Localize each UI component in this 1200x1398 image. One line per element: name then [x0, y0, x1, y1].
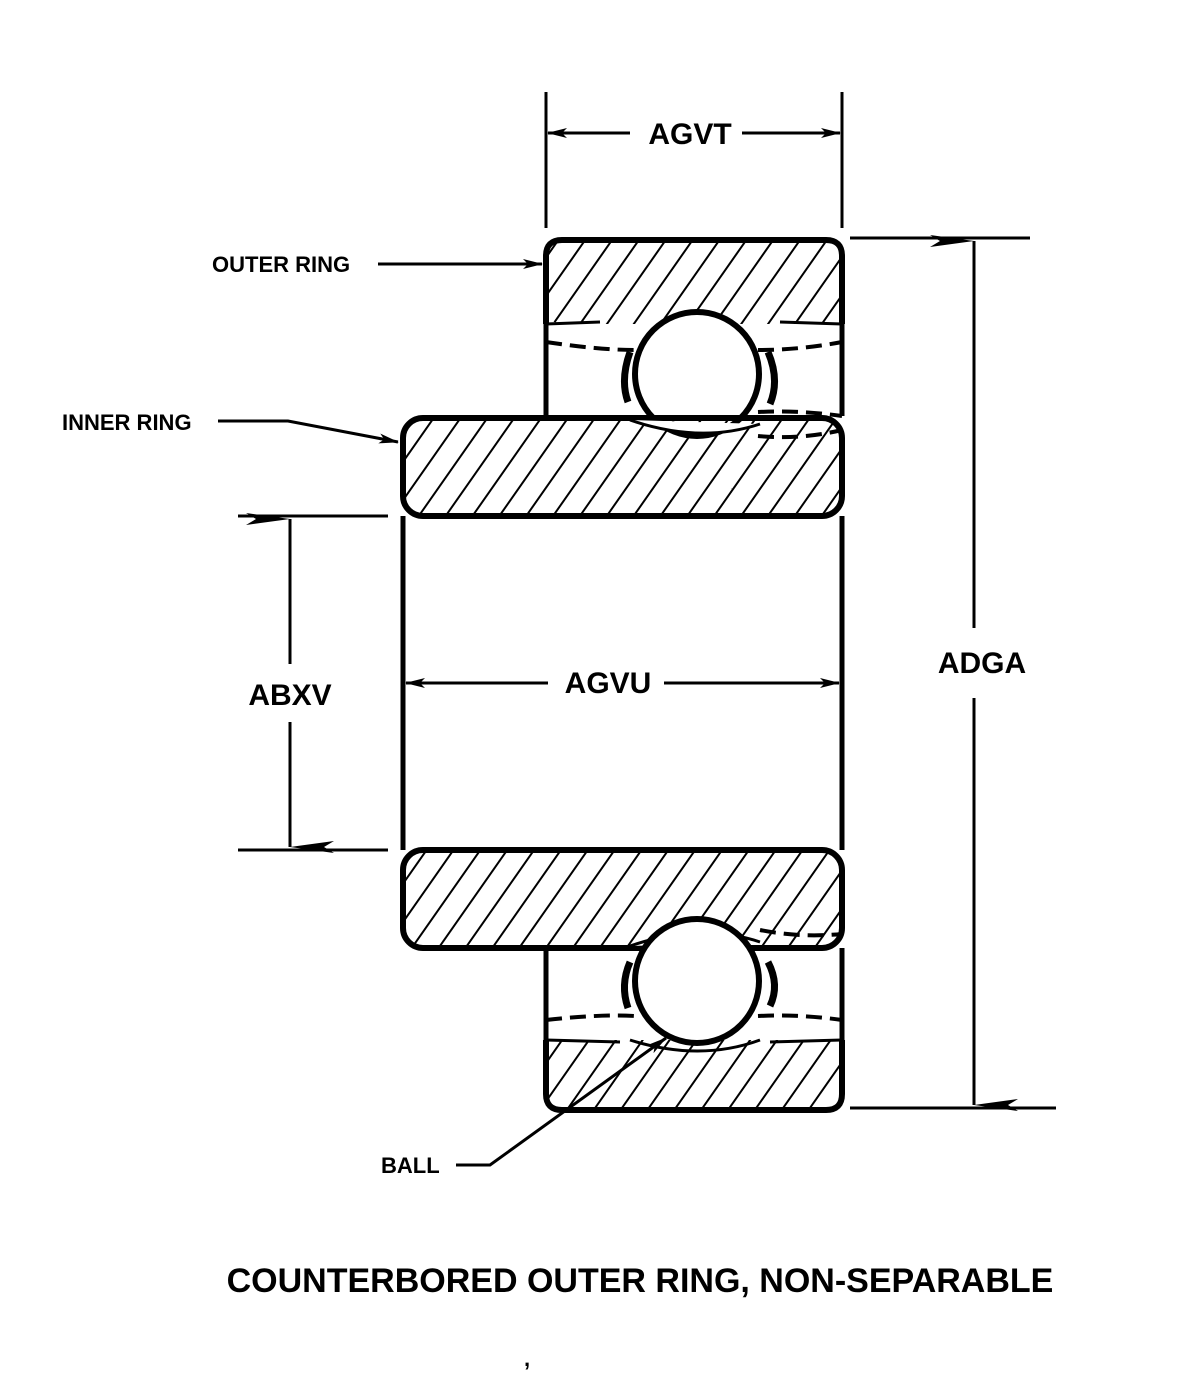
label-ball: BALL — [381, 1153, 440, 1178]
label-adga: ADGA — [938, 647, 1026, 680]
callout-ball: BALL — [381, 1036, 667, 1178]
label-outer-ring: OUTER RING — [212, 252, 350, 277]
label-abxv: ABXV — [248, 679, 331, 712]
dimension-agvt: AGVT — [544, 92, 844, 228]
ball-bottom — [632, 916, 762, 1046]
callout-inner-ring: INNER RING — [62, 410, 399, 444]
label-inner-ring: INNER RING — [62, 410, 192, 435]
raceway-bottom — [543, 928, 845, 1040]
inner-ring-top — [400, 415, 845, 519]
inner-ring-bottom — [400, 847, 845, 951]
stray-mark: , — [524, 1346, 530, 1371]
outer-ring-top — [543, 237, 845, 326]
label-agvt: AGVT — [648, 118, 731, 151]
callout-outer-ring: OUTER RING — [212, 252, 543, 277]
label-agvu: AGVU — [565, 667, 652, 700]
figure-caption: COUNTERBORED OUTER RING, NON-SEPARABLE — [227, 1262, 1054, 1300]
dimension-agvu: AGVU — [405, 667, 840, 700]
raceway-top — [543, 324, 845, 440]
dimension-abxv: ABXV — [238, 513, 388, 853]
outer-ring-bottom — [543, 1038, 845, 1113]
dimension-adga: ADGA — [850, 235, 1056, 1111]
